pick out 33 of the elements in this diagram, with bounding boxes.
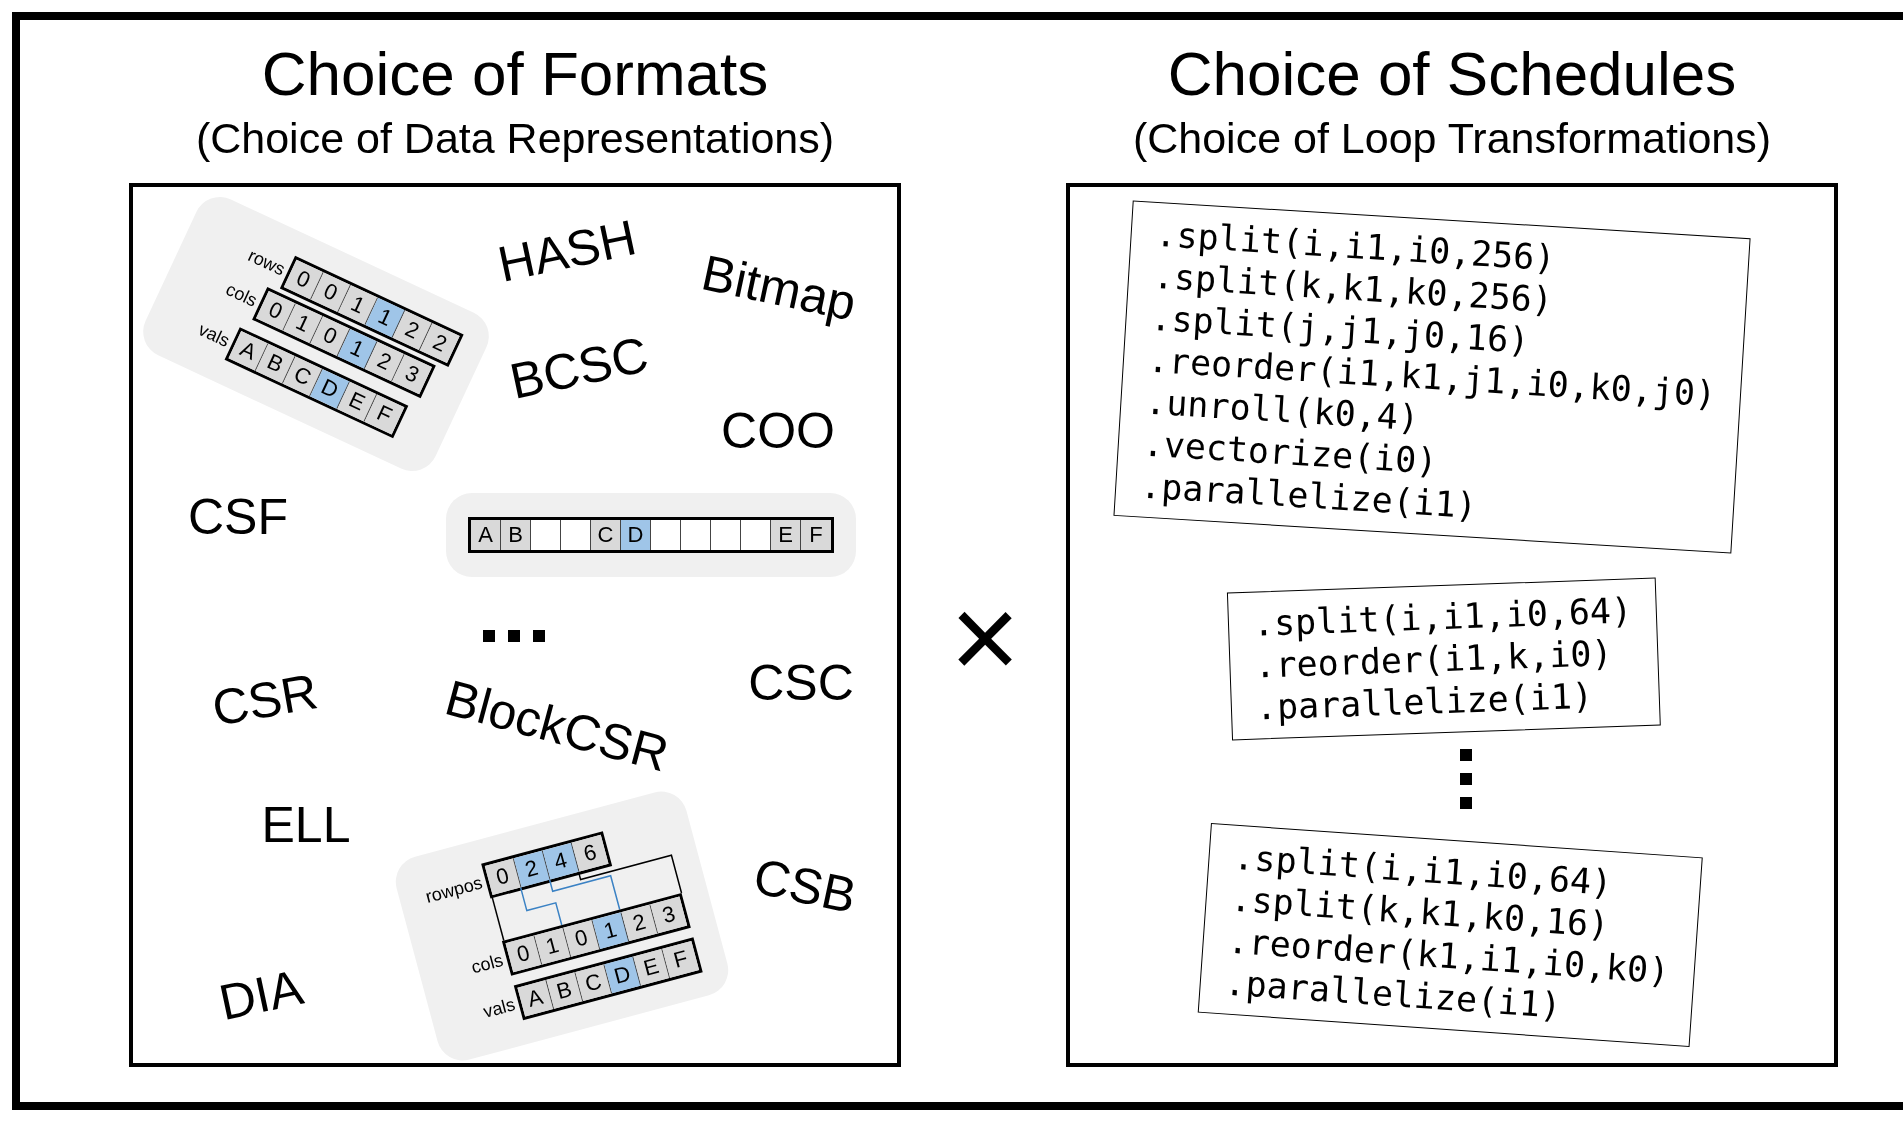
array-cell: 6 bbox=[571, 834, 609, 872]
array-label: vals bbox=[480, 994, 519, 1024]
format-name: Bitmap bbox=[697, 247, 861, 329]
format-name: DIA bbox=[215, 961, 307, 1029]
format-name: BCSC bbox=[505, 329, 653, 407]
array-cell: F bbox=[801, 520, 831, 550]
panel-title: Choice of Formats bbox=[261, 38, 769, 110]
format-name: CSC bbox=[748, 658, 854, 708]
cross-product-sign: × bbox=[949, 577, 1021, 697]
array-cell: 3 bbox=[650, 896, 688, 934]
array-cell: 0 bbox=[484, 858, 522, 895]
array-cell: 0 bbox=[505, 935, 543, 973]
panel-subtitle: (Choice of Loop Transformations) bbox=[1132, 113, 1772, 164]
array-cell: C bbox=[591, 520, 621, 550]
array-cell: D bbox=[621, 520, 651, 550]
array-cell: A bbox=[471, 520, 501, 550]
format-name: CSR bbox=[208, 666, 322, 734]
array-cell: E bbox=[771, 520, 801, 550]
format-name: CSB bbox=[749, 850, 861, 922]
array-panel bbox=[446, 493, 856, 577]
format-name: COO bbox=[721, 406, 835, 456]
array-cell: A bbox=[517, 979, 555, 1017]
format-name: ELL bbox=[261, 800, 351, 850]
array-cell: B bbox=[501, 520, 531, 550]
array-label: cols bbox=[468, 949, 507, 980]
array-cell: F bbox=[662, 941, 700, 978]
array-cell: 0 bbox=[256, 291, 296, 331]
panel-subtitle: (Choice of Data Representations) bbox=[195, 113, 835, 164]
array-label: rowpos bbox=[423, 872, 486, 906]
array-cell: 0 bbox=[283, 259, 324, 300]
panel-title: Choice of Schedules bbox=[1167, 38, 1737, 110]
format-name: HASH bbox=[493, 212, 641, 290]
format-name: CSF bbox=[188, 492, 288, 542]
